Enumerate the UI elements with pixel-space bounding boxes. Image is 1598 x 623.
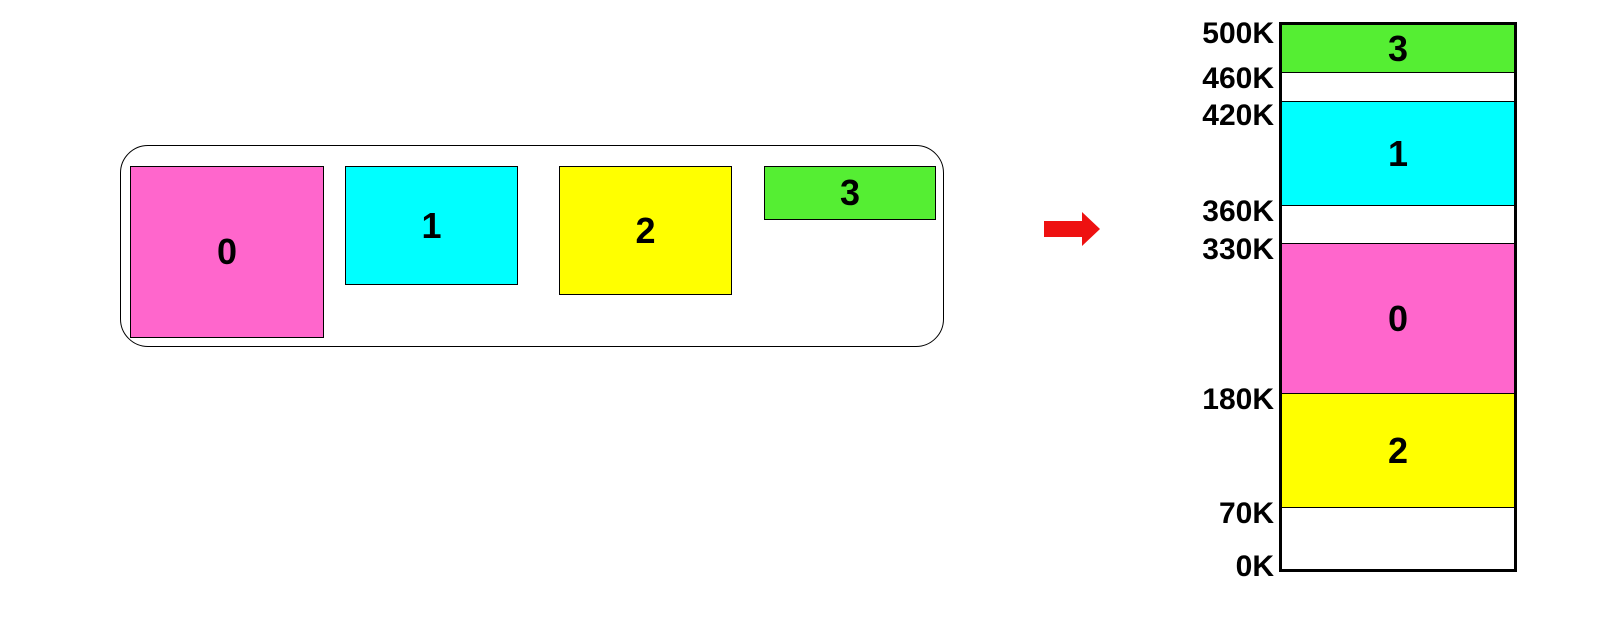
right-arrow-icon — [1044, 212, 1100, 246]
process-queue: 0 1 2 3 — [120, 145, 944, 347]
memory-segment-process-2: 2 — [1282, 393, 1514, 507]
memory-segment-process-3: 3 — [1282, 25, 1514, 72]
address-label: 180K — [1202, 383, 1274, 416]
address-label: 420K — [1202, 99, 1274, 132]
memory-segment-free — [1282, 72, 1514, 101]
address-label: 330K — [1202, 233, 1274, 266]
memory-map: 3 1 0 2 — [1279, 22, 1517, 572]
process-2-block: 2 — [559, 166, 732, 295]
process-0-block: 0 — [130, 166, 324, 338]
address-label: 0K — [1235, 550, 1274, 583]
address-label: 500K — [1202, 17, 1274, 50]
memory-segment-process-1: 1 — [1282, 101, 1514, 205]
memory-segment-process-0: 0 — [1282, 243, 1514, 393]
memory-segment-free — [1282, 205, 1514, 243]
process-1-block: 1 — [345, 166, 518, 285]
memory-segment-free — [1282, 507, 1514, 569]
process-3-block: 3 — [764, 166, 936, 220]
address-label: 460K — [1202, 62, 1274, 95]
arrow-shape — [1044, 212, 1100, 246]
address-label: 70K — [1218, 497, 1274, 530]
address-label: 360K — [1202, 195, 1274, 228]
